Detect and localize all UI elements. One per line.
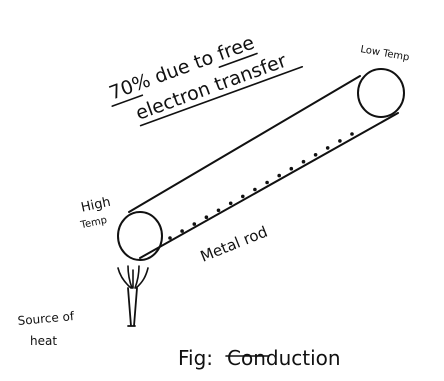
rod-bottom-edge: [139, 112, 399, 259]
note-text: 70% due to free electron transfer: [106, 32, 304, 127]
rod-cold-end: [357, 68, 405, 118]
electron-dot: [180, 229, 184, 233]
electron-dot: [277, 173, 282, 178]
electron-dot: [241, 194, 245, 199]
electron-dot: [350, 132, 354, 136]
electron-dot: [228, 201, 233, 206]
electron-dots: [168, 132, 354, 240]
candle-body: [127, 287, 138, 327]
note-underline-transfer: [139, 66, 304, 127]
electron-dot: [216, 208, 221, 213]
electron-dot: [301, 159, 306, 164]
note-underline-free: [218, 52, 258, 68]
metal-rod-label: Metal rod: [198, 223, 270, 266]
electron-dot: [265, 180, 269, 185]
electron-dot: [253, 187, 257, 192]
electron-dot: [289, 166, 294, 171]
caption-word: Conduction: [227, 346, 341, 370]
rod-top-edge: [128, 75, 361, 213]
figure-caption: Fig: Conduction: [178, 346, 341, 370]
low-temp-label: Low Temp: [359, 44, 410, 63]
electron-dot: [192, 222, 197, 226]
source-label-line-2: heat: [30, 334, 57, 348]
rod-hot-end: [117, 211, 163, 261]
high-temp-line-1: High: [80, 195, 112, 216]
note-underline-70: [111, 94, 144, 107]
heat-source: [117, 265, 149, 327]
source-label-line-1: Source of: [17, 309, 75, 328]
flame-icon: [117, 265, 149, 289]
electron-dot: [168, 236, 172, 240]
caption-prefix: Fig:: [178, 346, 213, 370]
electron-dot: [313, 153, 318, 157]
high-temp-line-2: Temp: [79, 215, 108, 232]
high-temp-label: High Temp: [79, 195, 112, 232]
electron-dot: [204, 215, 209, 219]
electron-dot: [338, 139, 342, 143]
metal-rod: [117, 68, 405, 261]
electron-dot: [325, 146, 330, 150]
